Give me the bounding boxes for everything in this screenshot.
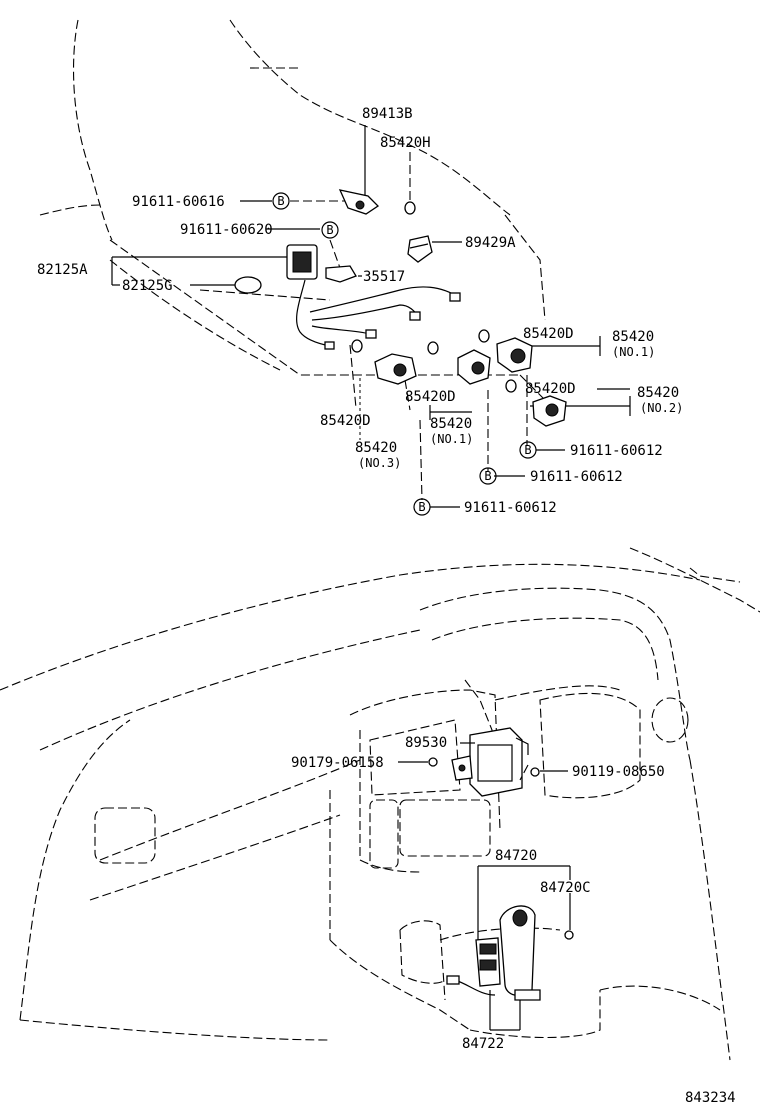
label-91611-60620: 91611-60620	[180, 222, 273, 238]
label-84722: 84722	[462, 1036, 504, 1052]
grommet-85420d-d	[427, 341, 439, 355]
bolt-marker-3: B	[519, 441, 537, 459]
leader-lines-lower	[398, 742, 571, 1031]
label-no2: (NO.2)	[640, 401, 683, 415]
label-89530: 89530	[405, 735, 447, 751]
label-35517: 35517	[363, 269, 405, 285]
label-85420h: 85420H	[380, 135, 431, 151]
part-89530-ecu	[451, 727, 529, 797]
part-90119-08650	[519, 764, 540, 781]
grommet-85420d-b	[505, 379, 517, 393]
bolt-marker-4: B	[479, 467, 497, 485]
label-85420d-d: 85420D	[405, 389, 456, 405]
sensor-no1-a	[457, 349, 491, 385]
label-no1-a: (NO.1)	[612, 345, 655, 359]
label-91611-60616: 91611-60616	[132, 194, 225, 210]
label-90179-06158: 90179-06158	[291, 755, 384, 771]
screw-84720c	[564, 930, 574, 940]
label-82125g: 82125G	[122, 278, 173, 294]
sensor-no2	[532, 395, 567, 427]
part-82125g-ring	[234, 276, 262, 294]
dashboard-outline	[0, 547, 760, 1061]
part-89413b	[338, 189, 380, 215]
label-85420d-c: 85420D	[320, 413, 371, 429]
label-91611-60612-c: 91611-60612	[464, 500, 557, 516]
bolt-marker-text: B	[277, 194, 284, 208]
grommet-85420d-c	[351, 339, 363, 353]
label-89429a: 89429A	[465, 235, 516, 251]
label-85420d-b: 85420D	[525, 381, 576, 397]
label-no3: (NO.3)	[358, 456, 401, 470]
bolt-marker-text: B	[418, 500, 425, 514]
label-85420-c: 85420	[430, 416, 472, 432]
label-85420-d: 85420	[355, 440, 397, 456]
sensor-no3	[374, 353, 417, 385]
label-85420-b: 85420	[637, 385, 679, 401]
grommet-85420h	[404, 201, 416, 215]
bolt-marker-1: B	[272, 192, 290, 210]
label-85420d-a: 85420D	[523, 326, 574, 342]
part-82125a-connector	[286, 244, 318, 280]
label-91611-60612-a: 91611-60612	[570, 443, 663, 459]
label-90119-08650: 90119-08650	[572, 764, 665, 780]
grommet-85420d-a	[478, 329, 490, 343]
leader-lines-upper	[111, 125, 631, 508]
body-outline-upper	[39, 19, 546, 401]
part-89429a	[407, 235, 433, 263]
label-84720c: 84720C	[540, 880, 591, 896]
part-35517-bracket	[325, 265, 357, 283]
bolt-marker-text: B	[524, 443, 531, 457]
label-85420-a: 85420	[612, 329, 654, 345]
part-90179-06158	[428, 757, 438, 767]
label-82125a: 82125A	[37, 262, 88, 278]
label-84720: 84720	[495, 848, 537, 864]
sensor-no1-b	[496, 337, 533, 373]
label-89413b: 89413B	[362, 106, 413, 122]
part-84720-switch	[446, 905, 541, 1001]
bolt-marker-5: B	[413, 498, 431, 516]
bolt-marker-text: B	[326, 223, 333, 237]
bolt-marker-text: B	[484, 469, 491, 483]
wire-harness	[296, 279, 461, 350]
label-no1-b: (NO.1)	[430, 432, 473, 446]
bolt-marker-2: B	[321, 221, 339, 239]
label-91611-60612-b: 91611-60612	[530, 469, 623, 485]
figure-number: 843234	[685, 1090, 736, 1106]
